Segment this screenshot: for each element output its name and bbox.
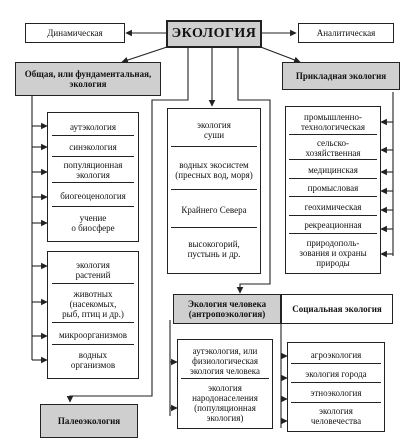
general-item-synecology: синэкология xyxy=(52,139,134,157)
social-item-ethnoecology: этноэкология xyxy=(291,385,381,403)
organism-item-microorganisms: микроорганизмов xyxy=(52,325,134,346)
applied-item-agricultural: сельско- хозяйственная xyxy=(289,136,377,160)
habitat-items-group: экология суши водных экосистем (пресных … xyxy=(167,108,261,274)
habitat-item-highlands-deserts: высокогорий, пустынь и др. xyxy=(187,239,241,260)
general-item-biogeocenology: биогеоценология xyxy=(52,185,134,208)
paleoecology-box: Палеоэкология xyxy=(40,404,138,438)
general-items-group: аутэкология синэкология популяционная эк… xyxy=(47,112,139,242)
applied-item-industrial: промышленно- технологическая xyxy=(289,111,377,135)
human-ecology-box: Экология человека (антропоэкология) xyxy=(173,294,281,324)
human-item-physiological: аутэкология, или физиологическая экологи… xyxy=(181,343,269,380)
social-item-city: экология города xyxy=(291,365,381,384)
social-item-agroecology: агроэкология xyxy=(291,346,381,365)
applied-ecology-box: Прикладная экология xyxy=(282,62,400,90)
line-to-paleo-spine xyxy=(66,48,189,403)
applied-item-geochemical: геохимическая xyxy=(289,199,377,216)
general-item-autecology: аутэкология xyxy=(52,118,134,137)
social-item-humanity: экология человечества xyxy=(310,405,362,426)
social-ecology-box: Социальная экология xyxy=(281,294,393,324)
arrow-to-applied xyxy=(257,45,301,63)
general-item-population: популяционная экология xyxy=(52,159,134,183)
organism-item-animals: животных (насекомых, рыб, птиц и др.) xyxy=(52,287,134,323)
dynamic-box: Динамическая xyxy=(25,23,125,43)
applied-item-fishing: промысловая xyxy=(289,180,377,197)
analytic-box: Аналитическая xyxy=(298,23,394,43)
general-ecology-box: Общая, или фундаментальная, экология xyxy=(15,62,161,96)
applied-items-group: промышленно- технологическая сельско- хо… xyxy=(285,106,381,274)
applied-item-medical: медицинская xyxy=(289,162,377,179)
applied-item-recreational: рекреационная xyxy=(289,217,377,234)
human-item-population: экология народонаселения (популяционная … xyxy=(192,382,258,423)
habitat-item-far-north: Крайнего Севера xyxy=(171,194,257,228)
organism-item-plants: экология растений xyxy=(52,258,134,284)
human-items-group: аутэкология, или физиологическая экологи… xyxy=(177,339,273,429)
arrow-to-general xyxy=(121,45,171,64)
organism-items-group: экология растений животных (насекомых, р… xyxy=(47,251,139,379)
line-to-human xyxy=(236,48,271,294)
habitat-item-land: экология суши xyxy=(171,115,257,147)
applied-item-nature-use: природополь- зования и охраны природы xyxy=(299,237,367,268)
organism-item-aquatic: водных организмов xyxy=(70,350,116,371)
social-items-group: агроэкология экология города этноэкологи… xyxy=(287,342,385,432)
general-item-biosphere: учение о биосфере xyxy=(71,212,115,233)
ecology-title: ЭКОЛОГИЯ xyxy=(166,20,262,48)
habitat-item-aquatic-ecosystems: водных экосистем (пресных вод, моря) xyxy=(171,150,257,191)
